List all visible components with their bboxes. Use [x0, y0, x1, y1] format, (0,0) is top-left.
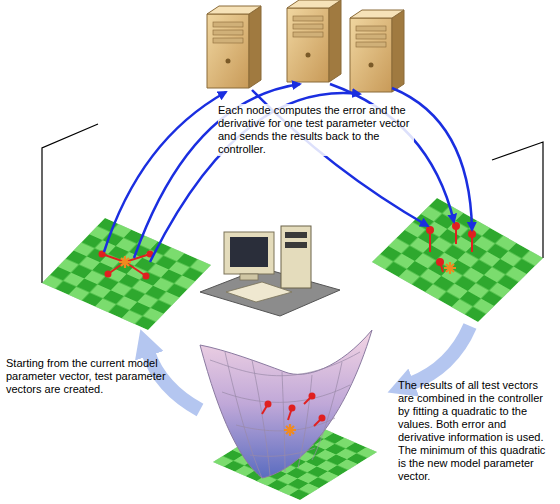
controller-computer: [200, 226, 340, 316]
data-arrow: [104, 84, 472, 262]
cycle-arrow: [410, 326, 470, 384]
note-text: Starting from the current model paramete…: [6, 357, 182, 396]
test-vector-arrows: [100, 252, 105, 257]
test-vector-arrows: [266, 402, 271, 407]
controller-computer: [285, 232, 307, 238]
test-vector-arrows: [453, 223, 459, 229]
controller-computer: [240, 274, 258, 280]
checker-plane: [42, 218, 211, 330]
controller-computer: [200, 268, 340, 316]
server-tower: [287, 0, 341, 82]
server-tower: [207, 6, 261, 88]
test-vector-arrows: [144, 274, 149, 279]
controller-computer: [285, 242, 307, 248]
test-vector-arrows: [469, 231, 475, 237]
data-arrow: [104, 92, 226, 252]
server-tower: [350, 10, 404, 92]
parameter-star: [119, 256, 131, 268]
checker-plane: [372, 198, 543, 322]
controller-computer: [224, 232, 274, 274]
controller-computer: [226, 282, 292, 302]
note-text: The results of all test vectors are comb…: [398, 379, 556, 483]
quadratic-surface: [225, 352, 342, 478]
quadratic-surface: [200, 330, 372, 478]
controller-computer: [230, 237, 268, 267]
parameter-star: [284, 424, 296, 436]
test-vector-arrows: [320, 416, 325, 421]
quadratic-surface: [210, 352, 360, 456]
checker-plane: [42, 218, 211, 330]
controller-computer: [281, 226, 311, 288]
test-vector-arrows: [310, 394, 315, 399]
test-vector-arrows: [427, 227, 433, 233]
server-tower: [207, 0, 404, 92]
note-text: Each node computes the error and the der…: [218, 104, 414, 156]
parameter-star: [444, 262, 456, 274]
test-vector-arrows: [437, 259, 443, 265]
test-vector-arrows: [290, 406, 295, 411]
checker-plane: [372, 198, 543, 322]
quadratic-surface: [200, 330, 372, 478]
test-vector-arrows: [106, 272, 111, 277]
